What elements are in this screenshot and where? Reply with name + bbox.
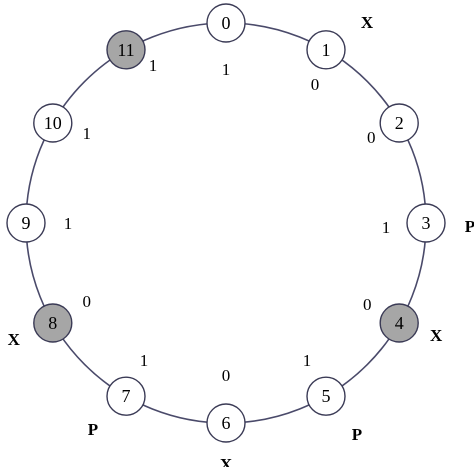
node-11: 11: [106, 30, 146, 70]
node-circle-8: [33, 303, 73, 343]
node-circle-4: [379, 303, 419, 343]
node-label-0: 0: [222, 13, 231, 33]
tags-layer: X P X P X P X: [8, 13, 474, 467]
node-circle-11: [106, 30, 146, 70]
tag-label-4: X: [430, 326, 443, 345]
node-label-9: 9: [22, 213, 31, 233]
tag-label-1: X: [361, 13, 374, 32]
node-5: 5: [306, 376, 346, 416]
node-label-10: 10: [44, 113, 62, 133]
bit-label-8: 0: [83, 292, 92, 311]
node-2: 2: [379, 103, 419, 143]
tag-label-7: P: [88, 420, 98, 439]
bit-label-5: 1: [303, 351, 312, 370]
bits-layer: 1 0 0 1 0 1 0 1 0 1 1 1: [64, 56, 391, 385]
node-label-3: 3: [422, 213, 431, 233]
node-4: 4: [379, 303, 419, 343]
bit-label-1: 0: [311, 75, 320, 94]
node-7: 7: [106, 376, 146, 416]
tag-label-3: P: [465, 217, 474, 236]
node-label-4: 4: [395, 313, 404, 333]
node-label-7: 7: [122, 386, 131, 406]
node-8: 8: [33, 303, 73, 343]
node-circle-5: [306, 376, 346, 416]
node-10: 10: [33, 103, 73, 143]
node-circle-10: [33, 103, 73, 143]
node-6: 6: [206, 403, 246, 443]
bit-label-9: 1: [64, 214, 73, 233]
bit-label-4: 0: [363, 295, 372, 314]
node-0: 0: [206, 3, 246, 43]
bit-label-6: 0: [222, 366, 231, 385]
node-circle-6: [206, 403, 246, 443]
node-label-11: 11: [117, 40, 134, 60]
tag-label-6: X: [220, 455, 233, 467]
node-label-1: 1: [322, 40, 331, 60]
ring-line: [25, 22, 427, 424]
bit-label-7: 1: [140, 351, 149, 370]
bit-label-0: 1: [222, 60, 231, 79]
bit-label-2: 0: [367, 128, 376, 147]
node-label-8: 8: [48, 313, 57, 333]
node-3: 3: [406, 203, 446, 243]
node-circle-3: [406, 203, 446, 243]
node-9: 9: [6, 203, 46, 243]
node-circle-0: [206, 3, 246, 43]
node-circle-2: [379, 103, 419, 143]
node-1: 1: [306, 30, 346, 70]
bit-label-10: 1: [83, 124, 92, 143]
node-label-2: 2: [395, 113, 404, 133]
tag-label-5: P: [352, 425, 362, 444]
bit-label-3: 1: [382, 218, 391, 237]
tag-label-8: X: [8, 330, 21, 349]
bit-label-11: 1: [149, 56, 158, 75]
node-circle-7: [106, 376, 146, 416]
node-circle-1: [306, 30, 346, 70]
node-circle-9: [6, 203, 46, 243]
node-label-5: 5: [322, 386, 331, 406]
node-label-6: 6: [222, 413, 231, 433]
